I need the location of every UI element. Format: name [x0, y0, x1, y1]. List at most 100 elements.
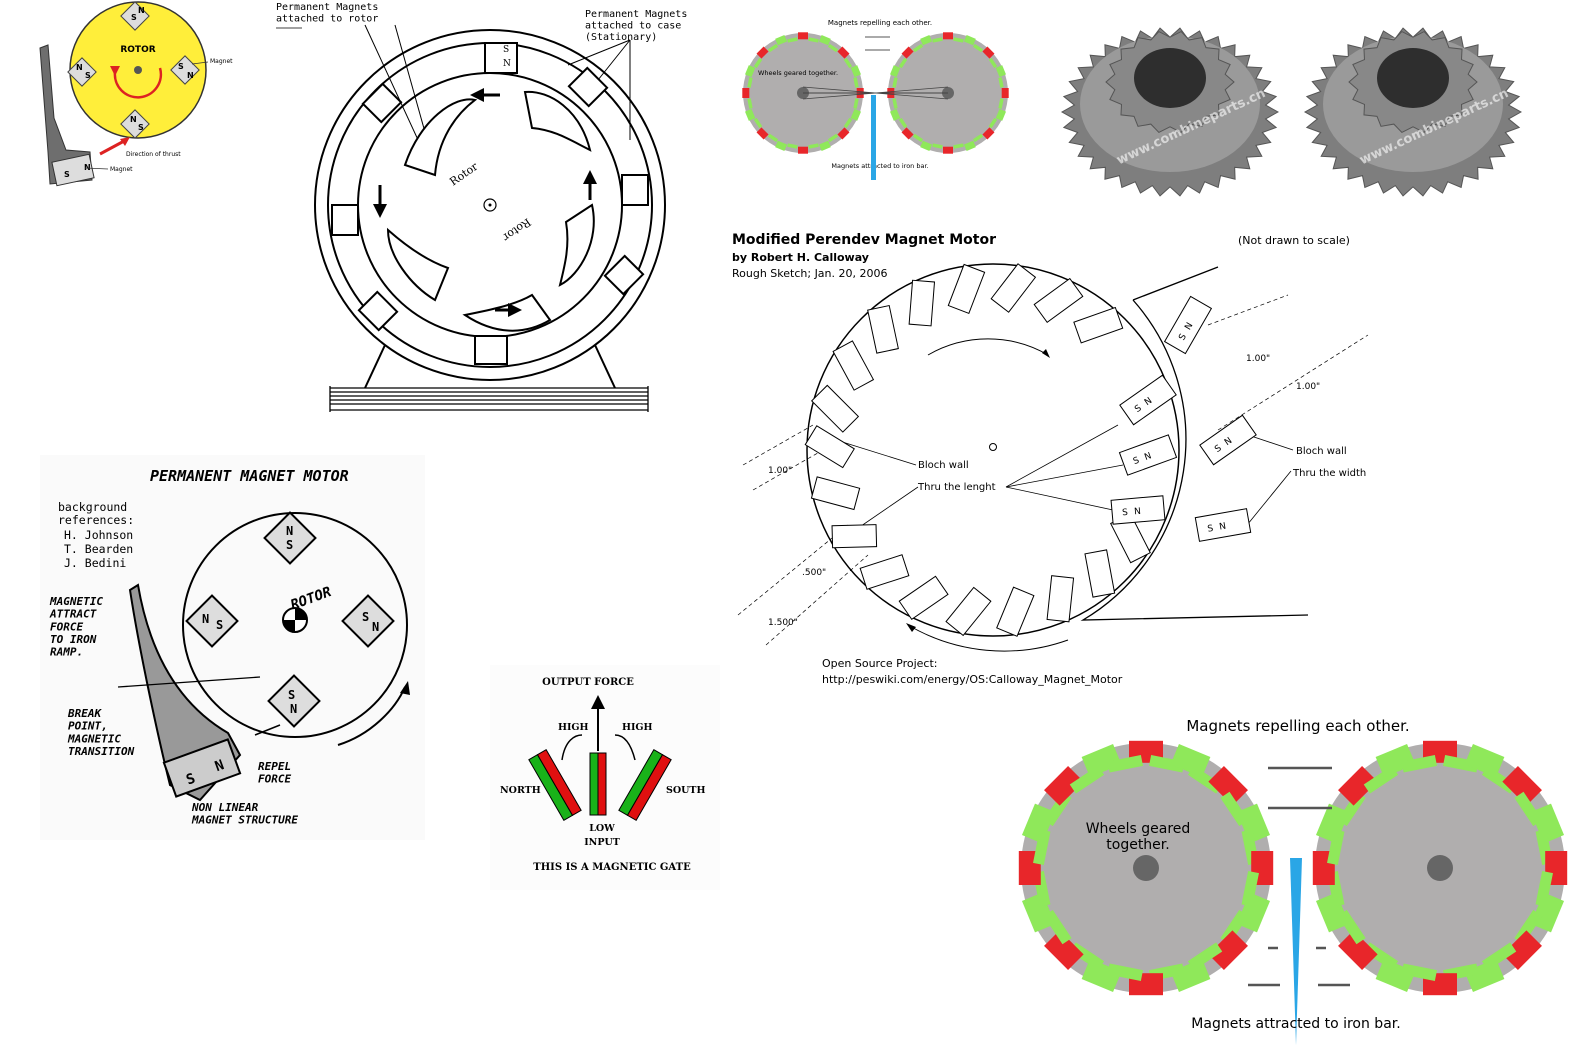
rotation-arrow-top	[927, 338, 1049, 356]
rotor-axle	[134, 66, 142, 74]
dim-1: 1.00"	[768, 466, 792, 476]
rotor-label: Rotor	[447, 159, 481, 188]
panel-large-wheels: Magnets repelling each other. Wheels gear…	[1010, 710, 1592, 1045]
perendev-axle	[989, 443, 997, 451]
svg-text:N: N	[286, 524, 293, 538]
hand-ramp-magnet	[162, 738, 242, 798]
svg-text:N: N	[1143, 451, 1153, 463]
thru-width-label: Thru the width	[1292, 468, 1366, 479]
svg-text:N: N	[187, 71, 194, 80]
hand-rotor-circle	[182, 512, 408, 738]
svg-text:N: N	[372, 620, 379, 634]
dim-2: 1.00"	[1246, 354, 1270, 364]
ref-johnson: H. Johnson	[64, 528, 133, 542]
svg-text:N: N	[84, 163, 91, 172]
svg-text:N: N	[1223, 436, 1234, 448]
repelling-caption: Magnets repelling each other.	[828, 19, 932, 27]
svg-text:S: S	[1177, 332, 1189, 342]
svg-text:N: N	[76, 63, 83, 72]
thru-length-label: Thru the lenght	[917, 482, 996, 493]
big-wheel-left	[1018, 740, 1274, 996]
iron-bar	[871, 95, 876, 180]
stator-magnets	[331, 42, 649, 365]
svg-text:S: S	[1207, 524, 1215, 535]
svg-text:S: S	[1132, 456, 1141, 467]
ref-bedini: J. Bedini	[64, 556, 126, 570]
open-source-label: Open Source Project:	[822, 657, 938, 670]
svg-text:S: S	[503, 45, 509, 55]
output-arrow	[591, 695, 605, 709]
perendev-author: by Robert H. Calloway	[732, 251, 869, 264]
north-label: NORTH	[500, 785, 541, 796]
gate-magnet-north	[528, 749, 582, 821]
center-hub	[282, 607, 308, 633]
thrust-arrow	[99, 138, 127, 156]
dim-4: .500"	[802, 568, 826, 578]
svg-text:N: N	[290, 702, 297, 716]
input-label: INPUT	[584, 837, 620, 848]
gate-magnet-south	[618, 749, 672, 821]
magnetic-gate-caption: THIS IS A MAGNETIC GATE	[533, 862, 691, 873]
ref-bearden: T. Bearden	[64, 542, 133, 556]
outer-case-ring	[314, 29, 666, 381]
hand-motor-title: PERMANENT MAGNET MOTOR	[150, 467, 349, 485]
dim-3: 1.00"	[1296, 382, 1320, 392]
big-repelling-caption: Magnets repelling each other.	[1186, 717, 1409, 735]
svg-text:S: S	[286, 538, 293, 552]
svg-text:S: S	[138, 123, 144, 132]
big-wheel-right	[1312, 740, 1568, 996]
high-label-right: HIGH	[622, 722, 653, 733]
dim-5: 1.500"	[768, 618, 798, 628]
rotor-hub	[483, 198, 497, 212]
svg-text:N: N	[130, 115, 137, 124]
perendev-rotor-circle	[806, 263, 1180, 637]
stator-arc	[1080, 266, 1309, 621]
svg-text:N: N	[1183, 321, 1195, 332]
svg-text:N: N	[1134, 507, 1142, 518]
bloch-wall-label: Bloch wall	[918, 460, 969, 471]
gear-photo-right: www.combineparts.cn	[1303, 27, 1523, 197]
ramp-magnet	[51, 153, 95, 187]
attracted-caption: Magnets attracted to iron bar.	[831, 162, 928, 170]
svg-text:N: N	[1219, 522, 1227, 533]
thrust-label: Direction of thrust	[126, 151, 181, 158]
svg-text:N: N	[503, 59, 511, 69]
svg-text:S: S	[178, 62, 184, 71]
gate-magnet-center	[589, 752, 607, 816]
rotation-arrows	[373, 88, 597, 317]
svg-text:N: N	[202, 612, 209, 626]
project-url: http://peswiki.com/energy/OS:Calloway_Ma…	[822, 673, 1123, 686]
output-force-label: OUTPUT FORCE	[542, 677, 634, 688]
big-iron-bar	[1290, 858, 1302, 1045]
motor-base	[329, 386, 649, 412]
svg-text:S: S	[1122, 508, 1129, 518]
svg-text:S: S	[64, 170, 70, 179]
panel-small-wheels: Magnets repelling each other.Wheels gear…	[740, 15, 1020, 185]
big-attracted-caption: Magnets attracted to iron bar.	[1191, 1016, 1400, 1032]
svg-text:S: S	[216, 618, 223, 632]
svg-text:S: S	[85, 71, 91, 80]
svg-text:N: N	[138, 6, 145, 15]
bloch-wall-label-2: Bloch wall	[1296, 446, 1347, 457]
rotor-label: ROTOR	[120, 45, 155, 55]
perendev-title: Modified Perendev Magnet Motor	[732, 232, 996, 248]
rotor-magnets: SN NS SN NS	[67, 1, 200, 139]
magnet-label: Magnet	[210, 58, 233, 65]
panel-perendev: Modified Perendev Magnet Motor by Robert…	[728, 225, 1378, 695]
high-label-left: HIGH	[558, 722, 589, 733]
panel-magnetic-gate: OUTPUT FORCE HIGH HIGH NORTH SOUTH LOW I…	[490, 665, 720, 890]
svg-text:S: S	[131, 13, 137, 22]
rotation-arrow	[113, 67, 163, 99]
svg-text:S: S	[1213, 443, 1224, 455]
